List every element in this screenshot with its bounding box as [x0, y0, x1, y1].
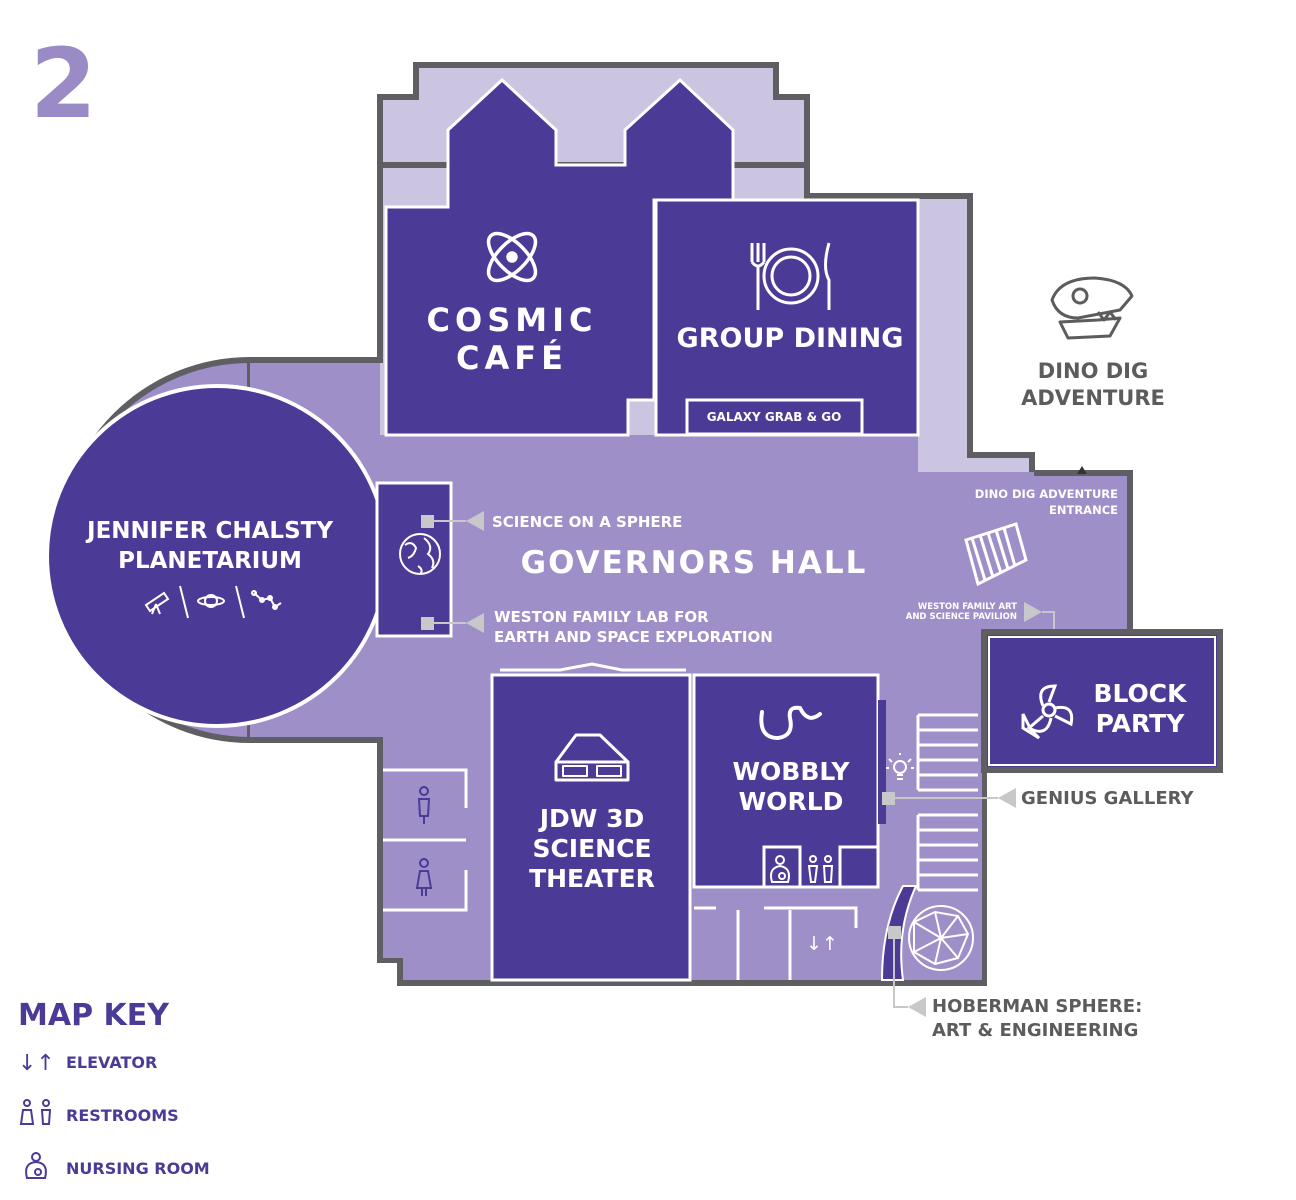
wobbly-world-label-line1: WOBBLY: [732, 757, 850, 786]
callout-hoberman: HOBERMAN SPHERE: ART & ENGINEERING: [888, 926, 1142, 1041]
galaxy-grab-label: GALAXY GRAB & GO: [707, 410, 842, 424]
block-party-label-line1: BLOCK: [1093, 679, 1188, 708]
cosmic-cafe-label-line2: CAFÉ: [456, 339, 568, 377]
map-key-title: MAP KEY: [18, 998, 170, 1033]
weston-lab-label-line2: EARTH AND SPACE EXPLORATION: [494, 628, 773, 646]
science-sphere-label: SCIENCE ON A SPHERE: [492, 513, 682, 531]
telescope-icon: [144, 591, 170, 615]
governors-hall-label: GOVERNORS HALL: [521, 545, 868, 581]
womens-restroom[interactable]: [383, 858, 468, 912]
elevator-icon: ↓↑: [18, 1051, 55, 1076]
block-party-room[interactable]: BLOCK PARTY: [981, 629, 1223, 773]
dino-entrance-label-line2: ENTRANCE: [1049, 503, 1118, 517]
globe-icon: [399, 533, 441, 575]
map-key-nursing-label: NURSING ROOM: [66, 1159, 210, 1178]
constellation-icon: [251, 590, 282, 610]
atom-icon: [486, 231, 538, 283]
weston-lab-label-line1: WESTON FAMILY LAB FOR: [494, 608, 709, 626]
mens-restroom[interactable]: [383, 768, 468, 842]
elevator-map-icon: ↓↑: [806, 933, 838, 955]
womens-restroom-icon: [415, 858, 433, 896]
galaxy-grab-and-go[interactable]: GALAXY GRAB & GO: [685, 398, 864, 436]
theater-label-line1: JDW 3D: [538, 804, 644, 833]
planetarium-room[interactable]: JENNIFER CHALSTY PLANETARIUM: [45, 384, 389, 728]
entrance-arrow-icon: [1077, 466, 1087, 474]
fork-plate-knife-icon: [750, 242, 831, 310]
callout-genius-gallery: GENIUS GALLERY: [882, 788, 1194, 809]
callout-weston-lab: WESTON FAMILY LAB FOR EARTH AND SPACE EX…: [421, 608, 773, 646]
weston-lab-room[interactable]: [375, 481, 453, 638]
map-key: MAP KEY ↓↑ ELEVATOR RESTROOMS NURSING RO…: [18, 998, 210, 1179]
dino-dig-area[interactable]: DINO DIG ADVENTURE: [1021, 276, 1165, 410]
hoberman-label-line2: ART & ENGINEERING: [932, 1020, 1138, 1041]
planet-icon: [197, 594, 225, 608]
hoberman-label-line1: HOBERMAN SPHERE:: [932, 996, 1142, 1017]
family-restroom[interactable]: [807, 845, 878, 887]
dinosaur-skull-icon: [1050, 276, 1134, 340]
mens-restroom-icon: [417, 786, 431, 824]
weston-pavilion-label-line1: WESTON FAMILY ART: [918, 602, 1017, 612]
gallery-stairs: [916, 713, 978, 892]
dino-dig-label-line2: ADVENTURE: [1021, 386, 1165, 410]
genius-gallery-label: GENIUS GALLERY: [1021, 788, 1194, 809]
nursing-room-icon: [770, 855, 790, 883]
theater-room[interactable]: JDW 3D SCIENCE THEATER: [490, 662, 692, 982]
block-party-label-line2: PARTY: [1096, 709, 1186, 738]
dino-dig-label-line1: DINO DIG: [1038, 359, 1148, 383]
theater-label-line2: SCIENCE: [532, 834, 651, 863]
squiggle-icon: [759, 705, 822, 741]
cosmic-cafe-room[interactable]: COSMIC CAFÉ: [384, 77, 735, 437]
planetarium-label-line1: JENNIFER CHALSTY: [85, 518, 333, 544]
nursing-room-icon: [25, 1152, 47, 1179]
group-dining-room[interactable]: GROUP DINING: [654, 198, 920, 437]
staircase: [964, 522, 1028, 587]
callout-science-sphere: SCIENCE ON A SPHERE: [421, 511, 682, 531]
weston-pavilion-label-line2: AND SCIENCE PAVILION: [906, 612, 1017, 622]
3d-glasses-icon: [554, 733, 630, 782]
wobbly-world-room[interactable]: WOBBLY WORLD: [692, 673, 886, 889]
group-dining-label: GROUP DINING: [677, 323, 904, 354]
lightbulb-icon: [886, 753, 914, 780]
governors-hall-area: [250, 203, 1127, 980]
map-key-elevator-label: ELEVATOR: [66, 1053, 157, 1072]
restroom-icon: [807, 855, 834, 883]
hoberman-sphere-icon: [908, 905, 974, 971]
back-rooms: [694, 906, 858, 980]
restroom-icon: [19, 1099, 52, 1125]
planetarium-label-line2: PLANETARIUM: [118, 548, 302, 574]
wobbly-world-label-line2: WORLD: [739, 787, 844, 816]
nursing-room[interactable]: [762, 845, 802, 887]
theater-label-line3: THEATER: [529, 864, 655, 893]
dino-entrance-label-line1: DINO DIG ADVENTURE: [975, 487, 1118, 501]
cosmic-cafe-label-line1: COSMIC: [427, 301, 598, 339]
floor-number: 2: [30, 28, 97, 140]
pinwheel-icon: [1021, 684, 1074, 740]
map-key-restrooms-label: RESTROOMS: [66, 1106, 179, 1125]
